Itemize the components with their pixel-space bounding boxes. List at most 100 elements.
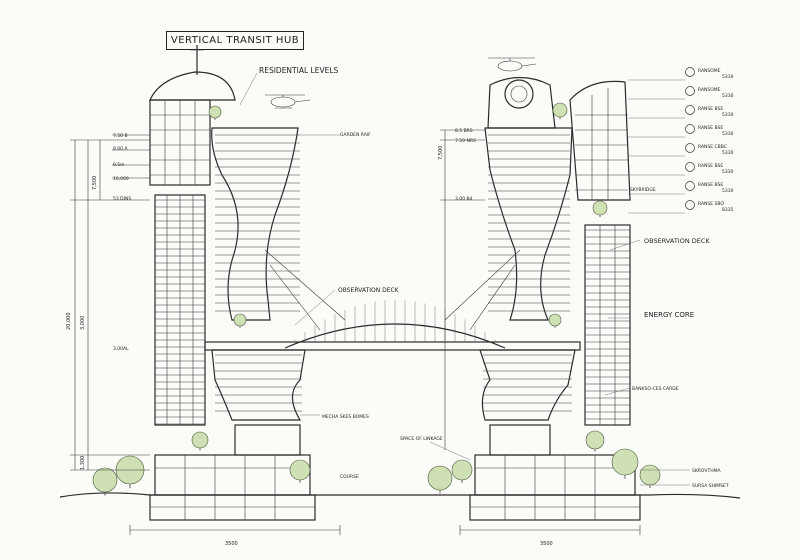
legend-value: 5330 bbox=[722, 112, 734, 118]
right-slab-tower bbox=[584, 224, 631, 426]
legend-label: RANSE BSE bbox=[698, 182, 723, 188]
tree bbox=[585, 430, 605, 452]
right-crown bbox=[487, 76, 556, 129]
legend-label: RANSE CBBC bbox=[698, 144, 727, 150]
dim-bottom-left: 3500 bbox=[225, 541, 238, 547]
right-basement bbox=[469, 494, 641, 521]
legend-value: 5330 bbox=[722, 188, 734, 194]
legend-symbol-icon bbox=[685, 143, 695, 153]
label-retail-right: SKROVTHMA bbox=[692, 468, 721, 474]
dim-vertical-main: 20,000 bbox=[66, 313, 72, 331]
helicopter-icon-right bbox=[488, 57, 537, 72]
tree bbox=[552, 102, 568, 120]
dim-vertical-top: 7,500 bbox=[92, 176, 98, 190]
left-podium bbox=[154, 454, 311, 496]
bridge-deck bbox=[204, 341, 581, 351]
level-mark: 8.00 A bbox=[113, 146, 128, 152]
legend-symbol-icon bbox=[685, 162, 695, 172]
legend-value: 5330 bbox=[722, 131, 734, 137]
tree bbox=[191, 431, 209, 451]
legend-value: 5330 bbox=[722, 169, 734, 175]
legend-label: RANSE BSE bbox=[698, 106, 723, 112]
legend-label: RANSOME bbox=[698, 87, 721, 93]
label-residential-levels: RESIDENTIAL LEVELS bbox=[259, 66, 338, 75]
label-garden-left: GARDEN RAIF bbox=[340, 132, 371, 138]
landscape-trees bbox=[92, 102, 661, 496]
tree bbox=[233, 313, 247, 328]
skybridge bbox=[204, 249, 581, 351]
left-twisted-core-upper bbox=[211, 127, 299, 321]
label-observation-deck-bridge: OBSERVATION DECK bbox=[338, 287, 400, 294]
right-twisted-core-lower bbox=[479, 349, 576, 421]
legend-label: RANSE BSE bbox=[698, 163, 723, 169]
legend-value: 5330 bbox=[722, 93, 734, 99]
right-crown-block bbox=[569, 80, 631, 201]
right-lobby bbox=[489, 424, 551, 456]
level-marks-left: 7.50 B 8.00 A 9.5m 10,000 53 DINS 3.00AL bbox=[113, 133, 131, 352]
legend-symbol-icon bbox=[685, 67, 695, 77]
left-lobby bbox=[234, 424, 301, 456]
label-observation-deck-right: OBSERVATION DECK bbox=[644, 237, 710, 245]
bottom-dimension-lines bbox=[129, 525, 641, 535]
tree bbox=[639, 464, 661, 488]
helicopter-icon bbox=[265, 94, 311, 109]
legend-symbol-icon bbox=[685, 124, 695, 134]
label-podium-right: SPACE OF LINKAGE bbox=[400, 436, 443, 442]
level-mark: 8.5 BRS bbox=[455, 128, 473, 134]
level-mark: 3.00 B4 bbox=[455, 196, 473, 202]
legend-value: 5330 bbox=[722, 150, 734, 156]
label-sky-right: SKYBRIDGE bbox=[630, 187, 656, 193]
tree bbox=[115, 455, 145, 489]
left-twisted-core-lower bbox=[211, 349, 306, 421]
label-base-right: SURSA SHIMSET bbox=[692, 483, 729, 489]
level-mark: 9.5m bbox=[113, 162, 125, 168]
ground-line bbox=[59, 492, 741, 499]
left-dimension-lines bbox=[70, 134, 150, 471]
right-tower bbox=[469, 76, 641, 521]
tree bbox=[592, 200, 608, 218]
legend-symbol-icon bbox=[685, 200, 695, 210]
tree bbox=[611, 448, 639, 479]
legend-symbol-icon bbox=[685, 105, 695, 115]
legend-label: RANSE BSE bbox=[698, 125, 723, 131]
tree bbox=[451, 459, 473, 483]
legend-symbol-icon bbox=[685, 181, 695, 191]
drawing-title: VERTICAL TRANSIT HUB bbox=[166, 31, 304, 50]
level-mark: 7.50 B bbox=[113, 133, 128, 139]
left-roof-dome bbox=[149, 71, 236, 101]
level-mark: 53 DINS bbox=[113, 196, 131, 202]
label-lobby-left: MECHA SKES BOMES bbox=[322, 414, 369, 420]
dim-right-vertical: 7,500 bbox=[438, 146, 444, 160]
legend-value: 8335 bbox=[722, 207, 734, 213]
left-basement bbox=[149, 494, 316, 521]
level-mark: 3.00AL bbox=[113, 346, 129, 352]
helipad-circle bbox=[504, 79, 534, 109]
tree bbox=[427, 465, 453, 494]
level-marks-right: 8.5 BRS 7.50 NRS 3.00 B4 bbox=[455, 128, 476, 202]
legend-symbol-icon bbox=[685, 86, 695, 96]
left-tower bbox=[149, 45, 316, 521]
level-mark: 10,000 bbox=[113, 176, 129, 182]
tree bbox=[208, 105, 222, 120]
right-twisted-core-upper bbox=[484, 127, 573, 321]
leader-lines bbox=[239, 72, 690, 486]
legend-value: 5330 bbox=[722, 74, 734, 80]
level-mark: 7.50 NRS bbox=[455, 138, 476, 144]
dim-vertical-low: 1,300 bbox=[80, 456, 86, 470]
right-dimension-lines bbox=[440, 129, 485, 450]
right-podium bbox=[474, 454, 636, 496]
label-base-left: COURSE bbox=[340, 474, 359, 480]
label-energy-core: ENERGY CORE bbox=[644, 311, 694, 319]
tree bbox=[92, 467, 118, 496]
